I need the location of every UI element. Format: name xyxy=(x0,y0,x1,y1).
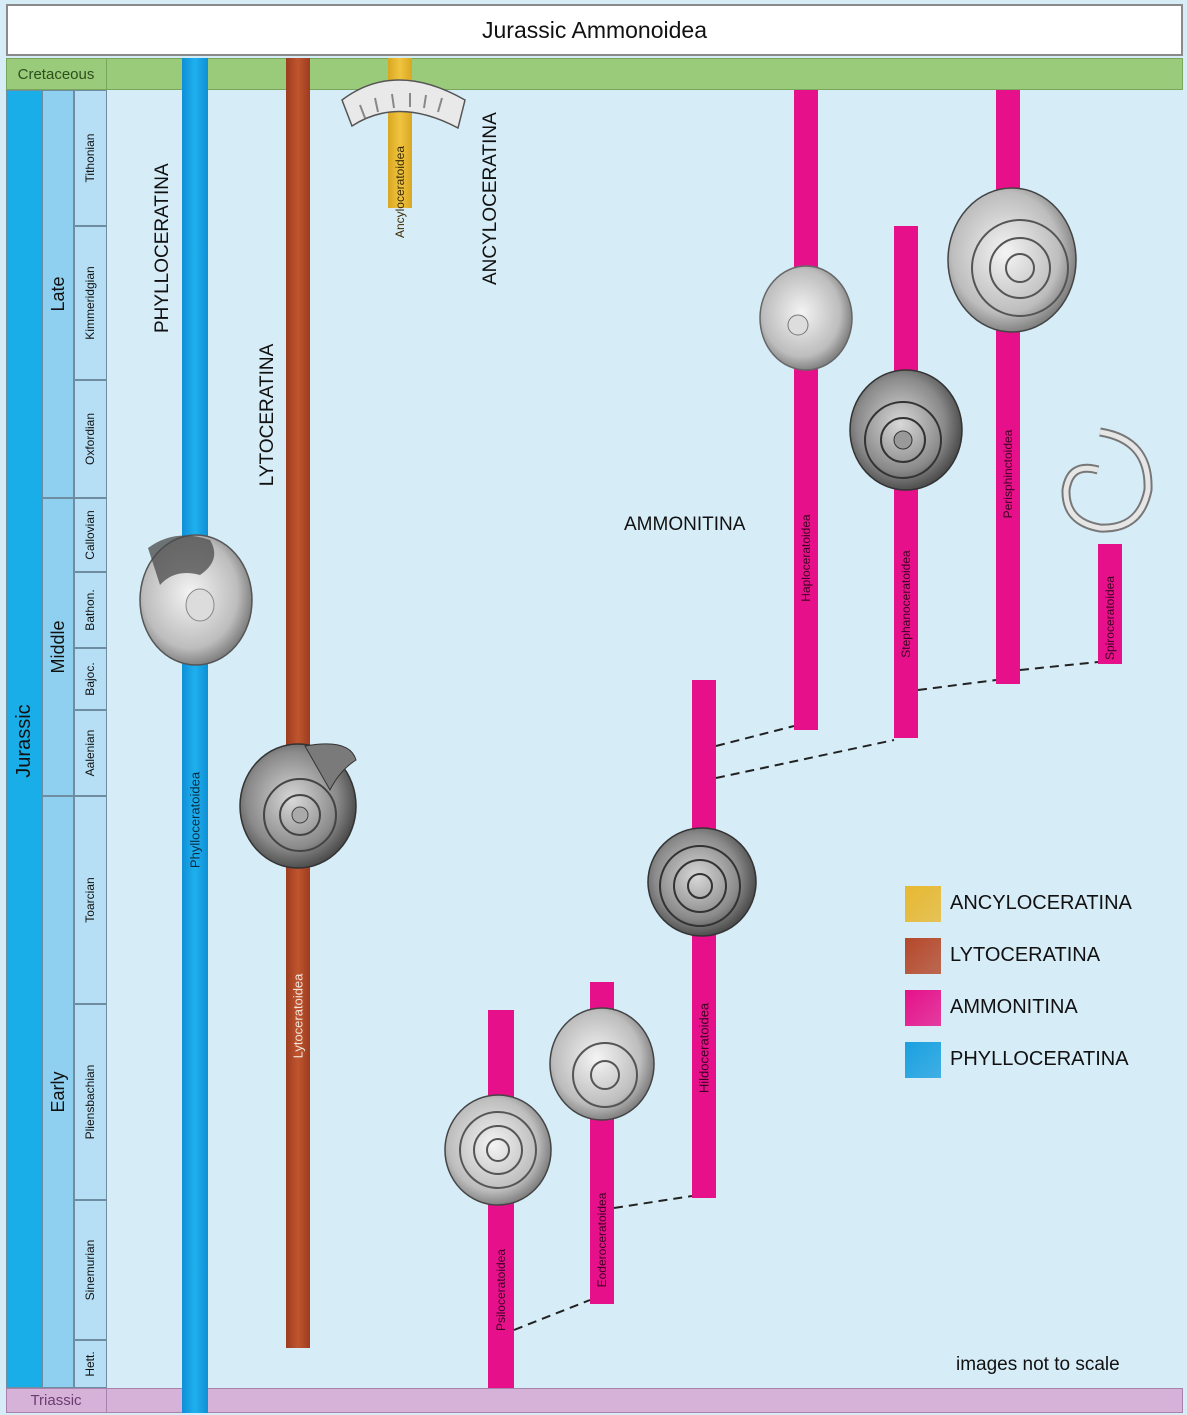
perisphinctoidea-label: Perisphinctoidea xyxy=(1001,430,1015,519)
legend-swatch xyxy=(905,886,941,922)
haploceras-image xyxy=(760,266,852,370)
hildoceras-image xyxy=(648,828,756,936)
perisphinctes-image xyxy=(948,188,1076,332)
legend-swatch xyxy=(905,938,941,974)
scale-note: images not to scale xyxy=(956,1354,1120,1376)
ancyloceratoidea-label: Ancyloceratoidea xyxy=(393,146,407,238)
legend-label: ANCYLOCERATINA xyxy=(950,892,1132,915)
eoderoceras-image xyxy=(550,1008,654,1120)
haploceratoidea-label: Haploceratoidea xyxy=(799,514,813,601)
hildoceratoidea-label: Hildoceratoidea xyxy=(697,1003,712,1093)
stephanoceras-image xyxy=(850,370,962,490)
legend-swatch xyxy=(905,1042,941,1078)
phylloceratoidea-label: Phylloceratoidea xyxy=(188,772,203,868)
legend-label: AMMONITINA xyxy=(950,996,1078,1019)
stephanoceratoidea-label: Stephanoceratoidea xyxy=(899,550,913,657)
ancyloceras-image xyxy=(342,80,465,128)
legend-label: LYTOCERATINA xyxy=(950,944,1100,967)
eoderoceratoidea-label: Eoderoceratoidea xyxy=(595,1193,609,1288)
psiloceratoidea-label: Psiloceratoidea xyxy=(494,1249,508,1331)
lytoceratoidea-label: Lytoceratoidea xyxy=(291,974,306,1059)
phylloceras-image xyxy=(140,535,252,665)
lytoceras-image xyxy=(240,744,356,868)
psiloceras-image xyxy=(445,1095,551,1205)
legend-swatch xyxy=(905,990,941,1026)
spiroceratoidea-label: Spiroceratoidea xyxy=(1103,576,1117,660)
legend-label: PHYLLOCERATINA xyxy=(950,1048,1129,1071)
spiroceras-image xyxy=(1066,432,1148,528)
